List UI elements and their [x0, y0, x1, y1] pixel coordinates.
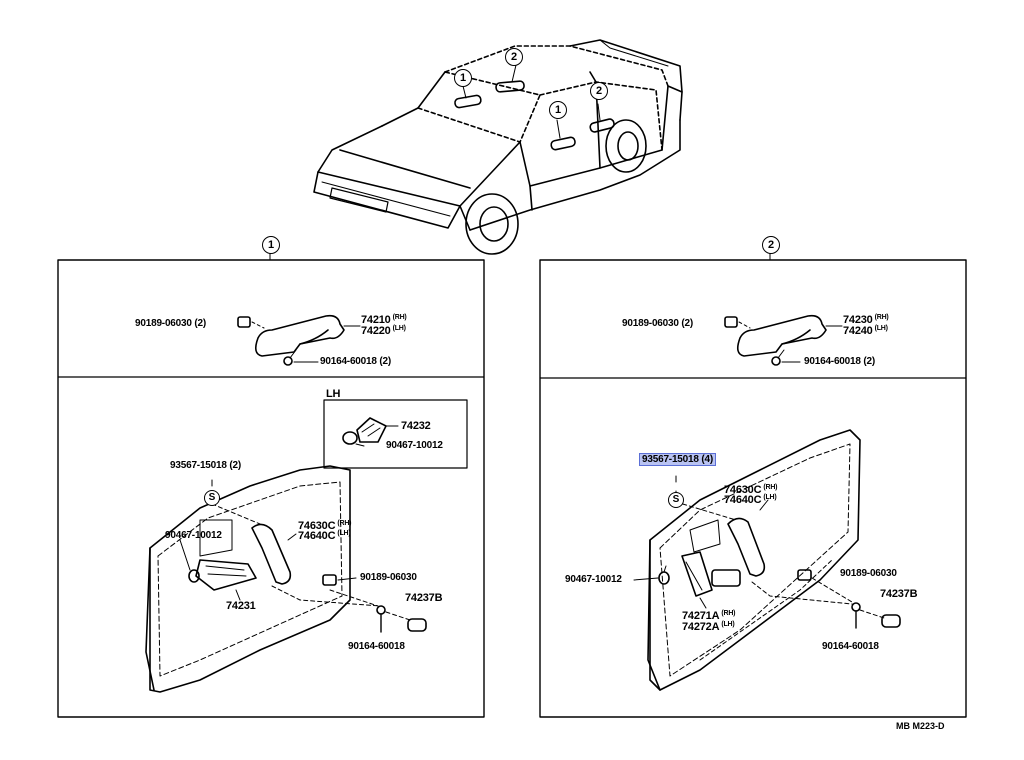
car-callout-2-roof: 2	[505, 48, 523, 66]
p1-grip-lh-tag: (LH)	[337, 530, 351, 537]
p2-clip-label: 90189-06030 (2)	[622, 318, 693, 329]
car-callout-2-door: 2	[590, 82, 608, 100]
p1-grip-rh-number: 74630C	[298, 520, 336, 532]
p2-cover-label: 93567-15018 (4)	[639, 453, 716, 466]
p2-grip-rh-number: 74630C	[724, 484, 762, 496]
p2-grip-lh-tag: (LH)	[763, 494, 777, 501]
diagram-footer-code: MB M223-D	[896, 721, 945, 731]
p2-s-mark: S	[668, 492, 684, 508]
p2-cap-label: 74237B	[880, 588, 918, 600]
p2-bezel-rh-label: 74271A(RH)	[682, 610, 736, 622]
p1-screw2-label: 90164-60018	[348, 641, 405, 652]
panel1-header-callout: 1	[262, 236, 280, 254]
p2-cover-highlight[interactable]: 93567-15018 (4)	[639, 453, 716, 466]
p1-inset-part-label: 74232	[401, 420, 431, 432]
p2-lh-tag: (LH)	[874, 325, 888, 332]
p2-bezel-lh-tag: (LH)	[721, 621, 735, 628]
p1-grip-rh-label: 74630C(RH)	[298, 520, 352, 532]
p1-inset-title: LH	[326, 388, 341, 400]
p2-rh-tag: (RH)	[874, 314, 889, 321]
p1-clip-label-lower: 90467-10012	[165, 530, 222, 541]
p1-grip-rh-tag: (RH)	[337, 520, 352, 527]
car-callout-1-door: 1	[549, 101, 567, 119]
p2-clip-label-lower: 90467-10012	[565, 574, 622, 585]
p2-clip2-label: 90189-06030	[840, 568, 897, 579]
p2-handle-lh-number: 74240	[843, 325, 873, 337]
panel2-header-callout: 2	[762, 236, 780, 254]
p2-handle-lh-label: 74240(LH)	[843, 325, 888, 337]
p2-screw-label: 90164-60018 (2)	[804, 356, 875, 367]
p2-bezel-rh-tag: (RH)	[721, 610, 736, 617]
p1-inset-clip-label: 90467-10012	[386, 440, 443, 451]
p2-handle-rh-label: 74230(RH)	[843, 314, 889, 326]
p1-handle-rh-number: 74210	[361, 314, 391, 326]
p2-bezel-lh-number: 74272A	[682, 621, 720, 633]
p1-grip-lh-number: 74640C	[298, 530, 336, 542]
p1-clip2-label: 90189-06030	[360, 572, 417, 583]
p2-bezel-lh-label: 74272A(LH)	[682, 621, 735, 633]
p2-screw2-label: 90164-60018	[822, 641, 879, 652]
p2-grip-rh-label: 74630C(RH)	[724, 484, 778, 496]
p2-handle-rh-number: 74230	[843, 314, 873, 326]
p2-grip-lh-label: 74640C(LH)	[724, 494, 777, 506]
p1-handle-lh-number: 74220	[361, 325, 391, 337]
p1-bezel-label: 74231	[226, 600, 256, 612]
p2-bezel-rh-number: 74271A	[682, 610, 720, 622]
p1-cover-label: 93567-15018 (2)	[170, 460, 241, 471]
p2-grip-rh-tag: (RH)	[763, 484, 778, 491]
p1-clip-label: 90189-06030 (2)	[135, 318, 206, 329]
p1-s-mark: S	[204, 490, 220, 506]
car-callout-1-roof: 1	[454, 69, 472, 87]
p1-screw-label: 90164-60018 (2)	[320, 356, 391, 367]
p1-rh-tag: (RH)	[392, 314, 407, 321]
p2-grip-lh-number: 74640C	[724, 494, 762, 506]
p1-grip-lh-label: 74640C(LH)	[298, 530, 351, 542]
p1-handle-lh-label: 74220(LH)	[361, 325, 406, 337]
p1-cap-label: 74237B	[405, 592, 443, 604]
car-illustration	[313, 39, 683, 255]
p1-lh-tag: (LH)	[392, 325, 406, 332]
p1-handle-rh-label: 74210(RH)	[361, 314, 407, 326]
